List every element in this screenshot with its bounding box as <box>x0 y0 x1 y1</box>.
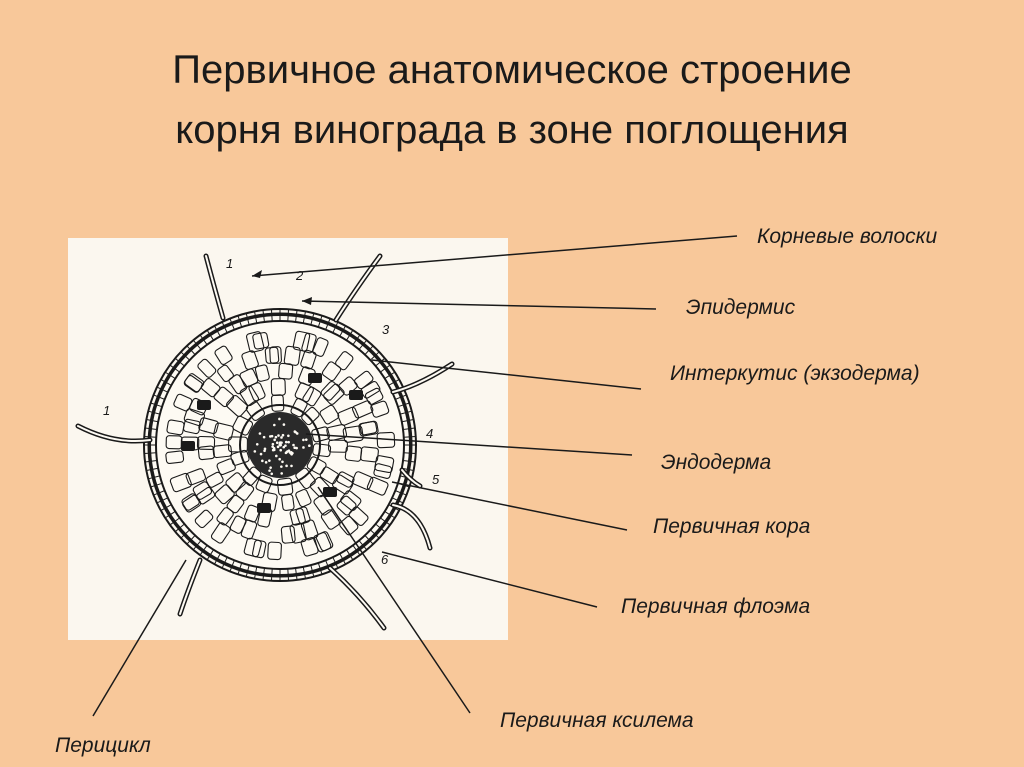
stele-dot <box>268 469 271 472</box>
vessel-cell <box>197 400 211 410</box>
figure-number: 2 <box>295 268 304 283</box>
stele-dot <box>261 460 264 463</box>
leader-line <box>302 301 656 309</box>
stele-dot <box>263 449 266 452</box>
stele-dot <box>273 424 276 427</box>
stele-dot <box>280 436 283 439</box>
arrow-head <box>252 270 262 278</box>
leader-line <box>93 560 186 716</box>
figure-number: 5 <box>432 472 440 487</box>
stele-dot <box>302 446 305 449</box>
stele-dot <box>275 436 278 439</box>
stele-dot <box>273 449 276 452</box>
root-hair-inner <box>180 560 200 614</box>
stele-dot <box>291 452 294 455</box>
figure-number: 1 <box>103 403 110 418</box>
root-hair-inner <box>206 256 223 318</box>
vessel-cell <box>323 487 337 497</box>
stele-dot <box>287 435 290 438</box>
stele-dot <box>308 444 311 447</box>
vessel-cell <box>308 373 322 383</box>
label-epidermis: Эпидермис <box>686 296 795 320</box>
stele-dot <box>285 451 288 454</box>
vessel-cell <box>349 390 363 400</box>
figure-number: 1 <box>226 256 233 271</box>
stele-dot <box>280 472 283 475</box>
central-cylinder <box>240 405 320 485</box>
figure-number: 6 <box>381 552 389 567</box>
stele-dot <box>270 472 273 475</box>
vessel-cell <box>181 441 195 451</box>
label-intercutis: Интеркутис (экзодерма) <box>670 362 920 386</box>
figure-number: 3 <box>382 322 390 337</box>
vessel-cell <box>257 503 271 513</box>
label-pericycle: Перицикл <box>55 734 151 758</box>
stele-dot <box>285 465 288 468</box>
stele-dot <box>281 460 284 463</box>
stele-dot <box>305 438 308 441</box>
stele-dot <box>277 446 280 449</box>
stele-dot <box>273 439 276 442</box>
stele-dot <box>302 439 305 442</box>
stele-dot <box>275 455 278 458</box>
stele-dot <box>282 434 285 437</box>
arrow-head <box>302 297 312 305</box>
stele-dot <box>276 441 279 444</box>
stele-dot <box>265 461 268 464</box>
leader-line <box>382 552 597 607</box>
label-primary-phloem: Первичная флоэма <box>621 595 810 619</box>
stele-dot <box>278 418 281 421</box>
leader-line <box>392 482 627 530</box>
root-hair <box>330 568 384 628</box>
stele-dot <box>272 443 275 446</box>
stele-dot <box>279 444 282 447</box>
label-endodermis: Эндодерма <box>661 451 771 475</box>
stele-dot <box>268 459 271 462</box>
stele-dot <box>295 447 298 450</box>
stele-dot <box>280 465 283 468</box>
stele-dot <box>277 434 280 437</box>
label-primary-cortex: Первичная кора <box>653 515 810 539</box>
stele-dot <box>287 441 290 444</box>
leader-line <box>252 236 737 276</box>
stele-dot <box>260 453 263 456</box>
stele-dot <box>263 436 266 439</box>
stele-dot <box>284 444 287 447</box>
stele-dot <box>278 458 281 461</box>
stele-dot <box>294 430 297 433</box>
stele-dot <box>279 449 282 452</box>
stele-dot <box>259 432 262 435</box>
stele-dot <box>254 450 257 453</box>
stele-dot <box>256 443 259 446</box>
stele-dot <box>269 466 272 469</box>
stele-dot <box>296 432 299 435</box>
stele-dot <box>292 444 295 447</box>
label-primary-xylem: Первичная ксилема <box>500 709 694 733</box>
stele-dot <box>271 435 274 438</box>
stele-dot <box>285 441 288 444</box>
stele-dot <box>283 423 286 426</box>
label-root-hairs: Корневые волоски <box>757 225 937 249</box>
stele-dot <box>290 465 293 468</box>
figure-number: 4 <box>426 426 433 441</box>
